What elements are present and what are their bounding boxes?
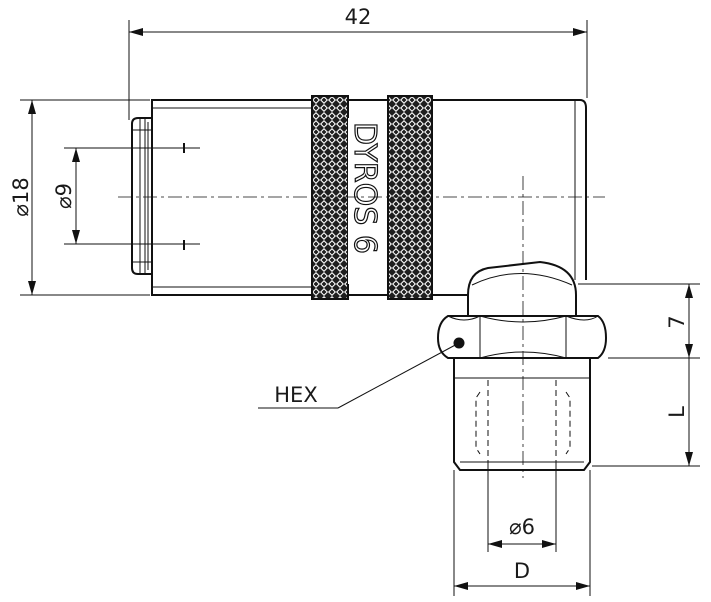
hex-callout: HEX — [258, 337, 465, 409]
dimension-thread-length: L — [592, 358, 700, 467]
dimension-label-outer-diameter: ⌀18 — [9, 177, 33, 216]
centerlines — [118, 176, 605, 478]
dimension-overall-length: 42 — [128, 5, 588, 120]
dimension-thread-size: D — [453, 470, 591, 596]
dimension-label-length: 42 — [345, 5, 372, 29]
hex-nut — [436, 315, 608, 359]
brand-marking: DYROS 6 — [346, 118, 384, 284]
hex-label: HEX — [274, 383, 317, 407]
dimension-label-thread-size: D — [514, 559, 530, 583]
svg-text:DYROS 6: DYROS 6 — [347, 122, 382, 254]
dimension-hex-height: 7 — [578, 283, 700, 359]
dimension-bore-diameter: ⌀9 — [52, 147, 200, 245]
knurled-ring-right — [387, 95, 433, 300]
dimension-label-bore-diameter: ⌀9 — [52, 183, 76, 209]
male-thread — [453, 358, 591, 471]
dimension-label-hex-height: 7 — [665, 315, 689, 328]
elbow-neck — [467, 260, 577, 316]
dimension-port-diameter: ⌀6 — [487, 462, 557, 552]
dimension-label-port-diameter: ⌀6 — [509, 515, 535, 539]
dimension-label-thread-length: L — [665, 406, 689, 418]
knurled-ring-left — [311, 95, 349, 300]
dimension-outer-diameter: ⌀18 — [9, 99, 150, 296]
